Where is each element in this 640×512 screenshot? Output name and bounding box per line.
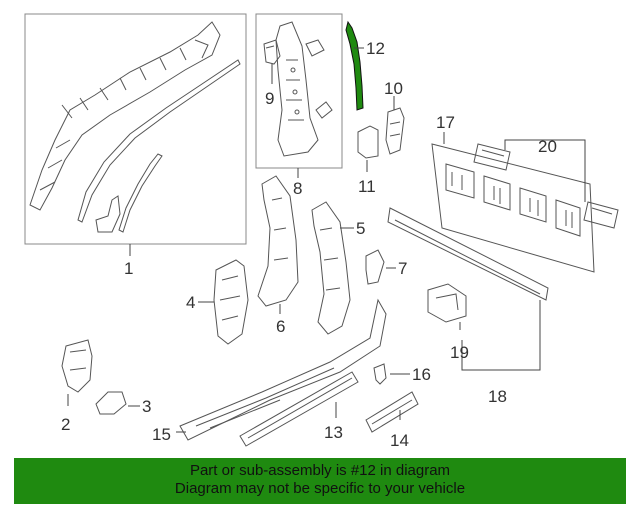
- part-10-bracket: [385, 107, 405, 155]
- part-12-highlighted[interactable]: [345, 20, 364, 111]
- part-5-pillar: [311, 201, 351, 335]
- back-panel-17: [431, 143, 595, 273]
- part-9-bracket: [263, 39, 281, 65]
- rocker-15: [179, 298, 387, 441]
- parts-diagram: 1 2 3 4 5 6 7 8 9 10 11 12 13 14 15 16 1…: [24, 13, 619, 450]
- part-16-clip: [373, 363, 387, 385]
- pillar-patch-bottom: [315, 101, 333, 119]
- part-20-pad-bottom: [583, 201, 619, 229]
- part-20-pad-top: [473, 143, 511, 171]
- callout-10: 10: [384, 79, 403, 98]
- pillar-patch-top: [305, 39, 325, 57]
- callout-1: 1: [124, 259, 133, 278]
- banner-line-2: Diagram may not be specific to your vehi…: [174, 480, 466, 497]
- callout-5: 5: [356, 219, 365, 238]
- part-2-bracket: [61, 339, 93, 393]
- center-pillar-inner: [275, 21, 319, 157]
- callout-7: 7: [398, 259, 407, 278]
- callout-6: 6: [276, 317, 285, 336]
- rail-strip-lower: [118, 153, 163, 233]
- callout-16: 16: [412, 365, 431, 384]
- callout-2: 2: [61, 415, 70, 434]
- callout-3: 3: [142, 397, 151, 416]
- banner-line-1: Part or sub-assembly is #12 in diagram: [189, 462, 451, 479]
- callout-14: 14: [390, 431, 409, 450]
- rocker-13: [239, 371, 359, 447]
- callout-15: 15: [152, 425, 171, 444]
- rocker-14: [365, 391, 419, 433]
- roof-rail-part: [29, 21, 221, 211]
- cross-rail-18: [387, 207, 549, 301]
- callout-12: 12: [366, 39, 385, 58]
- callout-18: 18: [488, 387, 507, 406]
- part-7-bracket: [365, 249, 385, 285]
- info-banner: Part or sub-assembly is #12 in diagram D…: [14, 458, 626, 504]
- group-box-1: [24, 13, 247, 245]
- leader-lines: [67, 47, 586, 433]
- callout-8: 8: [293, 179, 302, 198]
- small-bracket-1: [95, 195, 121, 233]
- callout-17: 17: [436, 113, 455, 132]
- callout-13: 13: [324, 423, 343, 442]
- callout-20: 20: [538, 137, 557, 156]
- part-3-cap: [95, 391, 127, 415]
- callout-4: 4: [186, 293, 195, 312]
- part-11-bracket: [357, 125, 379, 159]
- callout-9: 9: [265, 89, 274, 108]
- callout-19: 19: [450, 343, 469, 362]
- callout-11: 11: [358, 177, 376, 196]
- rail-strip-long: [77, 59, 241, 223]
- part-6-pillar: [257, 175, 299, 307]
- part-4-pillar: [213, 259, 249, 345]
- part-19-bracket: [427, 283, 467, 323]
